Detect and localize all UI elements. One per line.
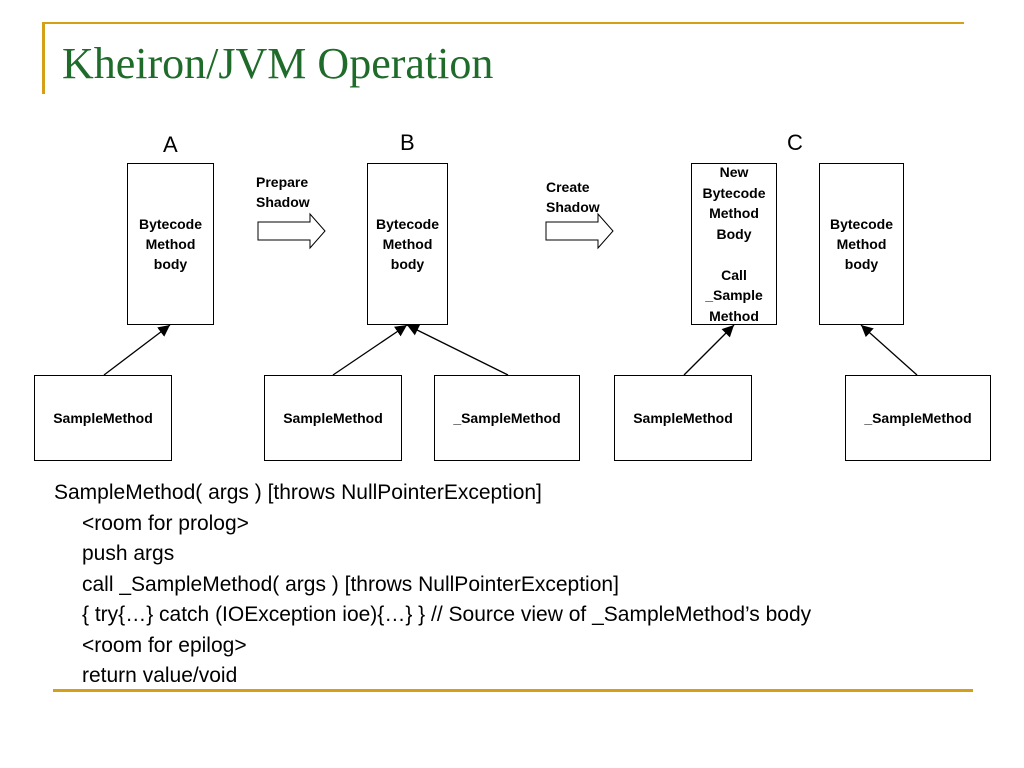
connector-b-sample <box>332 324 408 376</box>
column-label-b: B <box>400 130 415 155</box>
diagram-connectors <box>103 212 918 376</box>
connector-b-shadow <box>406 324 509 376</box>
prepare-shadow-arrow <box>257 212 326 250</box>
create-shadow-label: Create Shadow <box>546 179 600 215</box>
new-bytecode-box-c: New Bytecode Method Body Call _Sample Me… <box>691 163 777 325</box>
code-line: { try{…} catch (IOException ioe){…} } //… <box>82 603 812 626</box>
bytecode-box-b: Bytecode Method body <box>367 163 448 325</box>
slide-title: Kheiron/JVM Operation <box>62 39 494 88</box>
shadow-method-box-b: _SampleMethod <box>434 375 580 461</box>
code-line: <room for epilog> <box>82 633 247 657</box>
top-rule <box>42 22 964 24</box>
code-line: return value/void <box>82 664 238 687</box>
sample-method-box-a: SampleMethod <box>34 375 172 461</box>
code-line: push args <box>82 542 175 565</box>
create-shadow-arrow <box>545 212 614 250</box>
code-listing: SampleMethod( args ) [throws NullPointer… <box>54 478 811 692</box>
bytecode-box-a: Bytecode Method body <box>127 163 214 325</box>
code-line: <room for prolog> <box>82 511 249 535</box>
sample-method-box-b: SampleMethod <box>264 375 402 461</box>
sample-method-box-c: SampleMethod <box>614 375 752 461</box>
left-rule <box>42 22 45 94</box>
bytecode-box-c: Bytecode Method body <box>819 163 904 325</box>
shadow-method-box-c: _SampleMethod <box>845 375 991 461</box>
connector-a <box>103 324 171 376</box>
prepare-shadow-label: Prepare Shadow <box>256 174 310 210</box>
code-line: call _SampleMethod( args ) [throws NullP… <box>82 572 619 596</box>
code-line: SampleMethod( args ) [throws NullPointer… <box>54 481 542 504</box>
connector-c-sample <box>683 324 735 376</box>
column-label-c: C <box>787 130 803 155</box>
connector-c-shadow <box>860 324 918 376</box>
bottom-rule <box>53 689 973 692</box>
column-label-a: A <box>163 132 178 157</box>
